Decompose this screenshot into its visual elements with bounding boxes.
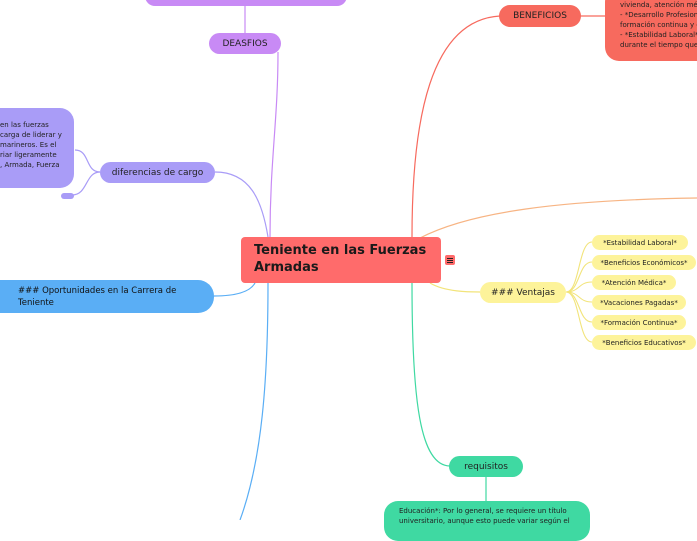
diferencias-node[interactable]: diferencias de cargo	[100, 162, 215, 183]
ventajas-item-label: *Beneficios Económicos*	[600, 258, 688, 267]
ventajas-item[interactable]: *Atención Médica*	[592, 275, 676, 290]
link-orange	[419, 197, 697, 239]
requisitos-detail-card[interactable]: Educación*: Por lo general, se requiere …	[384, 501, 590, 541]
link-beneficios	[411, 15, 501, 238]
oportunidades-node[interactable]: ### Oportunidades en la Carrera de Tenie…	[0, 280, 214, 313]
diferencias-detail-line: en las fuerzas	[0, 121, 49, 129]
beneficios-detail-line: - *Estabilidad Laboral*	[620, 31, 697, 39]
ventajas-item[interactable]: *Vacaciones Pagadas*	[592, 295, 686, 310]
ventajas-item-links	[565, 241, 593, 343]
ventajas-item-label: *Estabilidad Laboral*	[603, 238, 677, 247]
diferencias-label: diferencias de cargo	[111, 167, 204, 178]
ventajas-item[interactable]: *Formación Continua*	[592, 315, 686, 330]
beneficios-node[interactable]: BENEFICIOS	[499, 5, 581, 27]
central-title: Teniente en las Fuerzas Armadas	[254, 243, 427, 275]
link-ventajas	[429, 282, 481, 293]
ventajas-item-label: *Beneficios Educativos*	[602, 338, 686, 347]
desafios-node[interactable]: DEASFIOS	[209, 33, 281, 54]
beneficios-label: BENEFICIOS	[513, 11, 567, 21]
ventajas-item-label: *Atención Médica*	[601, 278, 667, 287]
link-requisitos	[411, 282, 451, 467]
beneficios-detail-card[interactable]: vivienda, atención méd - *Desarrollo Pro…	[605, 0, 697, 61]
diferencias-detail-line: , Armada, Fuerza	[0, 161, 60, 169]
ventajas-item[interactable]: *Estabilidad Laboral*	[592, 235, 688, 250]
ventajas-item[interactable]: *Beneficios Económicos*	[592, 255, 696, 270]
ventajas-label: ### Ventajas	[491, 287, 555, 298]
requisitos-detail-line: universitario, aunque esto puede variar …	[399, 517, 570, 525]
beneficios-detail-line: vivienda, atención méd	[620, 1, 697, 9]
link-desafios	[269, 51, 279, 238]
diferencias-small-node[interactable]	[61, 193, 74, 199]
link-diferencias-detail2	[71, 171, 101, 196]
desafios-label: DEASFIOS	[222, 38, 268, 49]
top-purple-node[interactable]	[145, 0, 347, 6]
beneficios-detail-line: formación continua y e	[620, 21, 697, 29]
hamburger-menu-icon[interactable]	[445, 255, 455, 265]
connector-lines	[71, 6, 697, 520]
link-down	[239, 282, 269, 520]
link-diferencias	[214, 171, 269, 238]
ventajas-node[interactable]: ### Ventajas	[480, 282, 566, 303]
requisitos-node[interactable]: requisitos	[449, 456, 523, 477]
oportunidades-label: ### Oportunidades en la Carrera de Tenie…	[18, 286, 177, 308]
diferencias-detail-card[interactable]: en las fuerzas carga de liderar y marine…	[0, 108, 74, 188]
ventajas-item-label: *Vacaciones Pagadas*	[600, 298, 678, 307]
ventajas-item[interactable]: *Beneficios Educativos*	[592, 335, 696, 350]
beneficios-detail-line: - *Desarrollo Profesion	[620, 11, 697, 19]
diferencias-detail-line: riar ligeramente	[0, 151, 57, 159]
beneficios-detail-line: durante el tiempo que	[620, 41, 697, 49]
requisitos-detail-line: Educación*: Por lo general, se requiere …	[399, 507, 567, 515]
central-topic[interactable]: Teniente en las Fuerzas Armadas	[241, 237, 441, 283]
ventajas-item-label: *Formación Continua*	[600, 318, 678, 327]
diferencias-detail-line: carga de liderar y	[0, 131, 62, 139]
requisitos-label: requisitos	[464, 461, 508, 472]
link-diferencias-detail	[74, 149, 101, 173]
diferencias-detail-line: marineros. Es el	[0, 141, 57, 149]
link-oportunidades	[213, 282, 256, 297]
